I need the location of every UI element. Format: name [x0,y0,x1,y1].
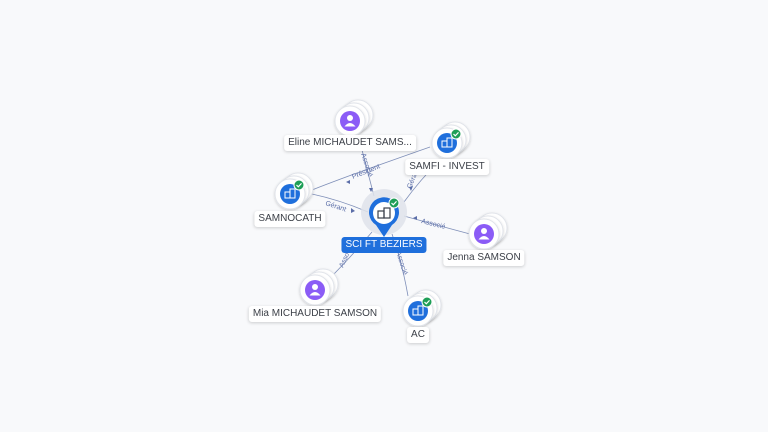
edge-jenna-associe[interactable] [403,215,471,235]
person-icon [340,111,360,131]
edge-label-samnocath-gerant: Gérant [324,200,347,213]
node-label-mia[interactable]: Mia MICHAUDET SAMSON [248,306,382,322]
verified-check-icon [388,197,400,209]
arrow-eline-associe [369,188,373,192]
person-icon [305,280,325,300]
edge-label-ac-associe: Associé [394,250,408,276]
building-icon [280,184,300,204]
verified-check-icon [450,128,462,140]
verified-check-icon [421,296,433,308]
arrow-jenna-associe [413,216,417,220]
arrowheads [346,180,417,220]
arrow-samfi-gerant [409,186,413,191]
node-label-eline[interactable]: Eline MICHAUDET SAMS... [284,135,416,151]
node-mia[interactable] [299,268,339,306]
building-icon [437,133,457,153]
arrow-samnocath-gerant [351,208,355,213]
node-label-center[interactable]: SCI FT BEZIERS [341,237,427,253]
node-label-samnocath[interactable]: SAMNOCATH [254,211,326,227]
person-icon [474,224,494,244]
building-icon [377,207,391,219]
node-center[interactable] [361,189,407,237]
node-samfi[interactable] [431,121,471,159]
node-label-jenna[interactable]: Jenna SAMSON [443,250,525,266]
arrow-eline-president [346,180,350,184]
verified-check-icon [293,179,305,191]
node-samnocath[interactable] [274,172,314,210]
edge-eline-president[interactable] [311,146,431,191]
node-jenna[interactable] [468,212,508,250]
node-label-ac[interactable]: AC [407,327,429,343]
building-icon [408,301,428,321]
node-label-samfi[interactable]: SAMFI - INVEST [405,159,489,175]
edge-label-jenna-associe: Associé [421,218,447,231]
node-eline[interactable] [334,99,374,137]
node-ac[interactable] [402,289,442,327]
